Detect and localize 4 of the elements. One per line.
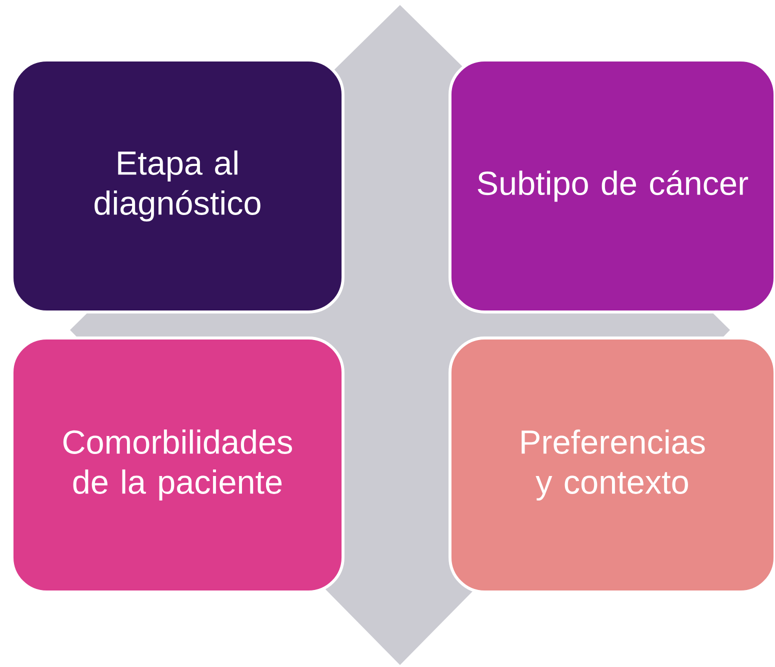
text-box: Subtipo de cáncer [448,58,775,314]
text-box: Comorbilidades de la paciente [10,336,344,594]
text-box: Preferencias y contexto [448,336,775,594]
text-box: Etapa al diagnóstico [10,58,344,314]
